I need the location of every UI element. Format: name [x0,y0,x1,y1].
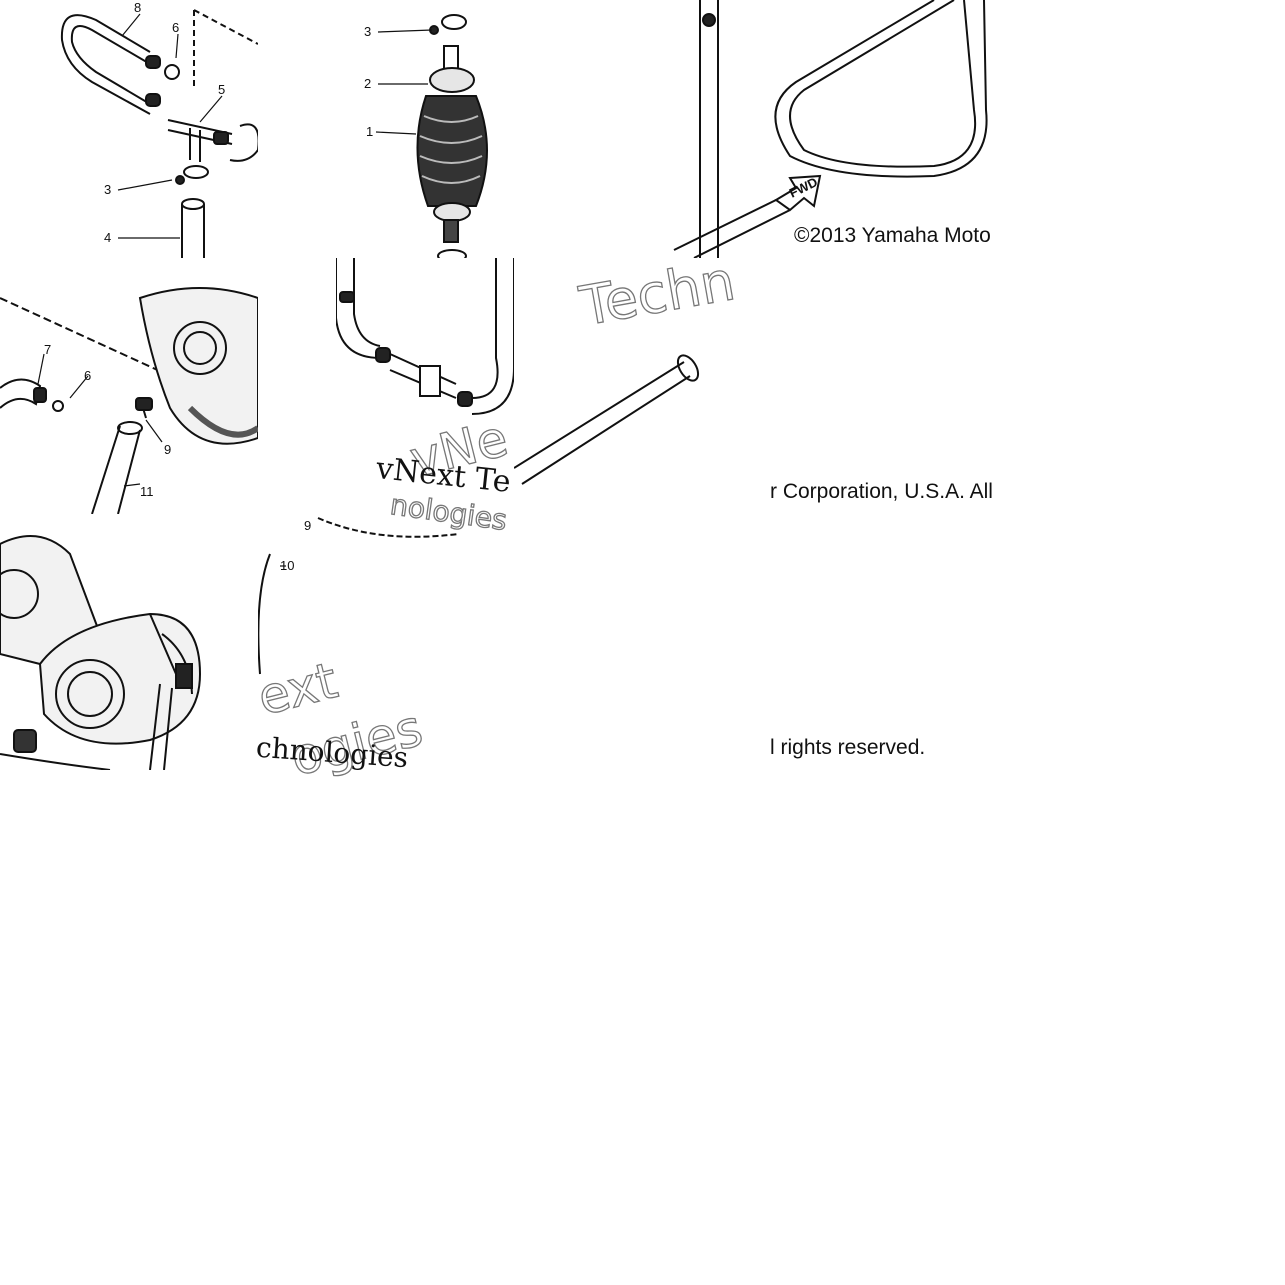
callout-7: 7 [44,342,51,357]
callout-1: 1 [366,124,373,139]
callout-3: 3 [104,182,111,197]
tile-fuel-loop: FWD ©2013 Yamaha Moto [514,0,1030,258]
fuel-loop-drawing: FWD [673,0,988,258]
hose-junction-drawing [336,258,514,415]
callout-9: 9 [164,442,171,457]
callout-8: 8 [134,0,141,15]
tile-twin-carburetors [0,514,258,770]
tile-fuel-hose [514,258,770,514]
carburetor-hose-drawing: 7 6 9 11 [0,287,258,514]
callout-6-lower: 6 [84,368,91,383]
tile-carburetor-hose: 7 6 9 11 [0,258,258,514]
primer-bulb-drawing: 3 2 1 [364,14,488,258]
callout-5: 5 [218,82,225,97]
callout-4: 4 [104,230,111,245]
copyright-line-1: ©2013 Yamaha Moto [794,224,991,247]
callout-3-bulb: 3 [364,24,371,39]
twin-carburetors-drawing [0,535,202,770]
hose-tee-drawing: 8 6 5 3 4 [60,0,258,258]
tile-hose-tee: 8 6 5 3 4 [0,0,258,258]
tile-hose-junction [336,258,514,514]
callout-10: 10 [280,558,294,573]
tile-primer-bulb: 3 2 1 [258,0,514,258]
callout-9-lower: 9 [304,518,311,533]
copyright-line-3: l rights reserved. [770,736,926,759]
callout-11: 11 [140,484,154,499]
copyright-line-2: r Corporation, U.S.A. All [770,480,993,503]
tile-hose-ten: 9 10 [258,514,770,770]
callout-6: 6 [172,20,179,35]
hose-ten-drawing: 9 10 [258,517,459,675]
fuel-hose-drawing [514,354,700,485]
callout-2: 2 [364,76,371,91]
